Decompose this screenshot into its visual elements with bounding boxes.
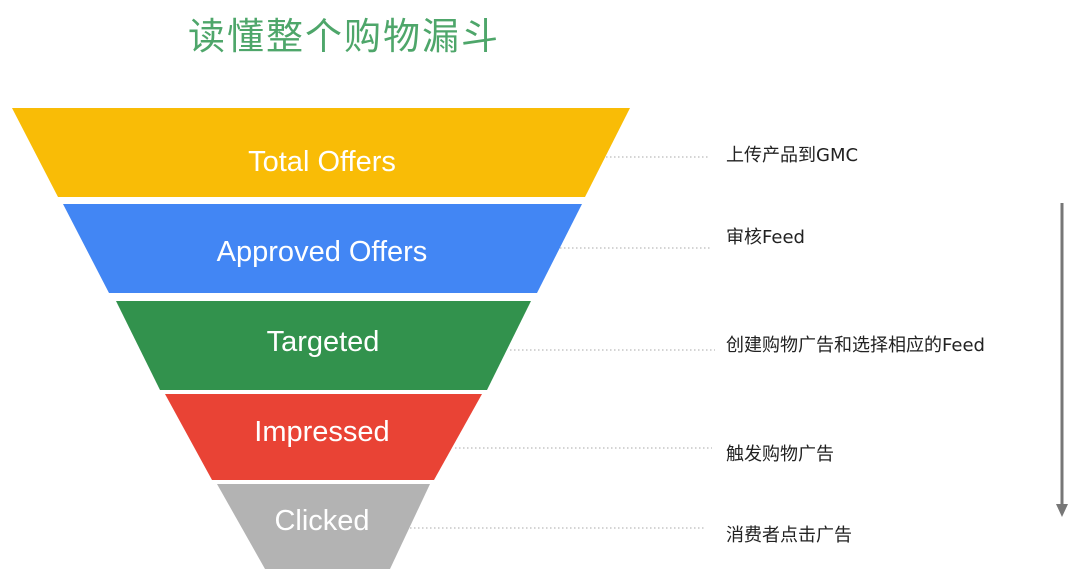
step-label-upload-to-gmc: 上传产品到GMC xyxy=(726,145,859,166)
funnel-band-targeted xyxy=(116,301,531,390)
step-label-create-shopping-ad: 创建购物广告和选择相应的Feed xyxy=(726,335,985,356)
funnel-band-clicked xyxy=(217,484,430,569)
funnel-band-impressed xyxy=(165,394,482,480)
band-label-impressed: Impressed xyxy=(254,416,390,448)
band-label-targeted: Targeted xyxy=(266,326,380,358)
funnel-band-total-offers xyxy=(12,108,630,197)
arrow-down-icon xyxy=(1056,203,1068,517)
funnel-band-approved-offers xyxy=(63,204,582,293)
band-label-approved-offers: Approved Offers xyxy=(216,236,428,268)
step-label-trigger-shopping-ad: 触发购物广告 xyxy=(726,444,834,465)
page-title: 读懂整个购物漏斗 xyxy=(188,15,500,58)
step-label-consumer-clicks-ad: 消费者点击广告 xyxy=(726,525,852,546)
band-label-total-offers: Total Offers xyxy=(248,146,396,178)
band-label-clicked: Clicked xyxy=(274,505,370,537)
step-label-review-feed: 审核Feed xyxy=(726,227,805,248)
